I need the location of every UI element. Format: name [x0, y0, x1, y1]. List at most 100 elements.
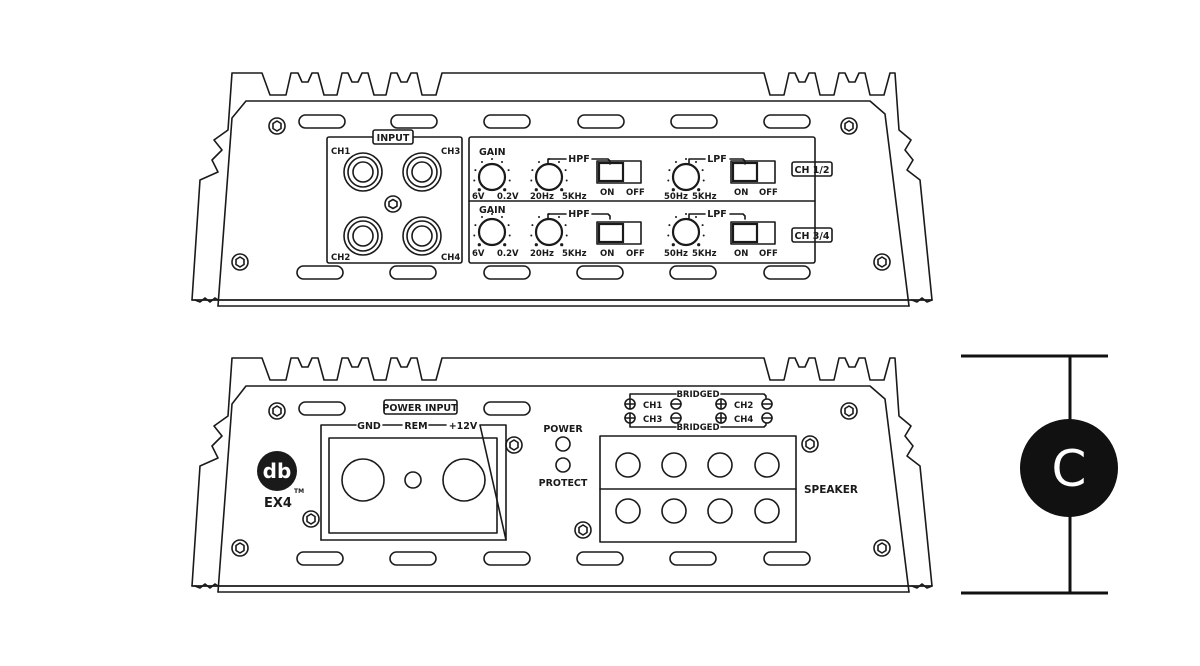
- bottom-faceplate: [217, 385, 910, 593]
- screw-icon: [840, 402, 858, 420]
- lpf-switch[interactable]: [730, 221, 776, 245]
- knob-scale-dot: [697, 188, 701, 192]
- input-title: INPUT: [377, 133, 410, 144]
- hpf-knob[interactable]: [534, 217, 564, 247]
- knob-scale-dot: [474, 224, 477, 227]
- knob-scale-dot: [675, 216, 677, 218]
- knob-scale-dot: [668, 224, 671, 227]
- rca-jack-ch2[interactable]: [343, 216, 383, 256]
- hpf-knob[interactable]: [534, 162, 564, 192]
- knob-scale-dot: [501, 216, 503, 218]
- input-ch1-label: CH1: [331, 147, 350, 157]
- speaker-terminal[interactable]: [754, 452, 780, 478]
- knob-scale-dot: [560, 188, 564, 192]
- screw-icon: [231, 539, 249, 557]
- hpf-switch[interactable]: [596, 221, 642, 245]
- hpf-switch[interactable]: [596, 160, 642, 184]
- ground-screw-icon: [384, 195, 402, 213]
- input-ch2-label: CH2: [331, 253, 350, 263]
- terminal-gnd[interactable]: [341, 458, 385, 502]
- lpf-switch[interactable]: [730, 160, 776, 184]
- lpf-switch-on: ON: [734, 188, 748, 198]
- vent-slots-top: [298, 401, 531, 416]
- terminal-12v[interactable]: [442, 458, 486, 502]
- input-section: INPUT CH1 CH3 CH2 CH4: [326, 129, 463, 264]
- knob-scale-dot: [558, 216, 560, 218]
- speaker-terminal[interactable]: [615, 452, 641, 478]
- gain-max-label: 0.2V: [497, 249, 519, 259]
- speaker-terminal[interactable]: [615, 498, 641, 524]
- rca-jack-ch4[interactable]: [402, 216, 442, 256]
- trademark: TM: [294, 488, 304, 495]
- terminal-rem[interactable]: [404, 471, 422, 489]
- gain-knob[interactable]: [477, 162, 507, 192]
- knob-scale-dot: [530, 179, 533, 182]
- screw-icon: [873, 253, 891, 271]
- input-label-box: [372, 129, 414, 145]
- knob-scale-dot: [685, 158, 687, 160]
- vent-slots-top: [298, 114, 811, 129]
- lpf-min-label: 50Hz: [664, 192, 688, 202]
- knob-scale-dot: [503, 188, 507, 192]
- hpf-label: HPF: [568, 154, 589, 165]
- gain-min-label: 6V: [472, 192, 485, 202]
- speaker-terminal[interactable]: [707, 452, 733, 478]
- bridged-top-label: BRIDGED: [676, 390, 719, 400]
- knob-scale-dot: [530, 234, 533, 237]
- screw-icon: [873, 539, 891, 557]
- speaker-terminal[interactable]: [661, 452, 687, 478]
- knob-scale-dot: [695, 216, 697, 218]
- knob-scale-dot: [538, 216, 540, 218]
- lpf-switch-off: OFF: [759, 188, 778, 198]
- gain-knob[interactable]: [477, 217, 507, 247]
- knob-scale-dot: [701, 169, 704, 172]
- hpf-max-label: 5KHz: [562, 249, 587, 259]
- lpf-min-label: 50Hz: [664, 249, 688, 259]
- knob-scale-dot: [473, 234, 476, 237]
- lpf-knob[interactable]: [671, 162, 701, 192]
- rca-jack-ch1[interactable]: [343, 152, 383, 192]
- serration-right: [911, 297, 933, 303]
- hpf-switch-off: OFF: [626, 188, 645, 198]
- lpf-switch-off: OFF: [759, 249, 778, 259]
- control-row-1: GAIN 6V 0.2V HPF 20Hz 5KHz ON OFF LPF 50…: [472, 147, 833, 202]
- protect-led: [555, 457, 571, 473]
- screw-icon: [801, 435, 819, 453]
- lpf-knob[interactable]: [671, 217, 701, 247]
- screw-icon: [268, 402, 286, 420]
- model-name: EX4: [264, 496, 292, 511]
- status-leds: POWER PROTECT: [539, 424, 588, 489]
- speaker-terminal-block: SPEAKER: [599, 435, 858, 543]
- knob-scale-dot: [685, 213, 687, 215]
- terminal-rem-label: REM: [404, 421, 427, 432]
- power-input-title: POWER INPUT: [382, 403, 458, 414]
- knob-scale-dots: [473, 158, 705, 247]
- screw-icon: [302, 510, 320, 528]
- bridged-ch1: CH1: [643, 401, 662, 411]
- rca-jack-ch3[interactable]: [402, 152, 442, 192]
- channel-tag: CH 1/2: [795, 165, 830, 176]
- knob-scale-dot: [695, 161, 697, 163]
- lpf-label: LPF: [707, 209, 727, 220]
- knob-scale-dot: [668, 169, 671, 172]
- screw-icon: [231, 253, 249, 271]
- knob-scale-dot: [675, 161, 677, 163]
- hpf-switch-on: ON: [600, 249, 614, 259]
- knob-scale-dot: [564, 169, 567, 172]
- gain-label: GAIN: [479, 147, 506, 158]
- speaker-terminal[interactable]: [707, 498, 733, 524]
- knob-scale-dot: [671, 188, 675, 192]
- minus-icon: [670, 412, 682, 424]
- speaker-terminal[interactable]: [661, 498, 687, 524]
- plus-icon: [624, 412, 636, 424]
- speaker-terminal[interactable]: [754, 498, 780, 524]
- knob-scale-dot: [481, 161, 483, 163]
- knob-scale-dot: [534, 188, 538, 192]
- db-logo: db TM EX4: [257, 451, 304, 511]
- knob-scale-dot: [702, 234, 705, 237]
- knob-scale-dot: [697, 243, 701, 247]
- knob-scale-dot: [473, 179, 476, 182]
- knob-scale-dot: [538, 161, 540, 163]
- input-ch3-label: CH3: [441, 147, 460, 157]
- controls-section: [468, 136, 816, 264]
